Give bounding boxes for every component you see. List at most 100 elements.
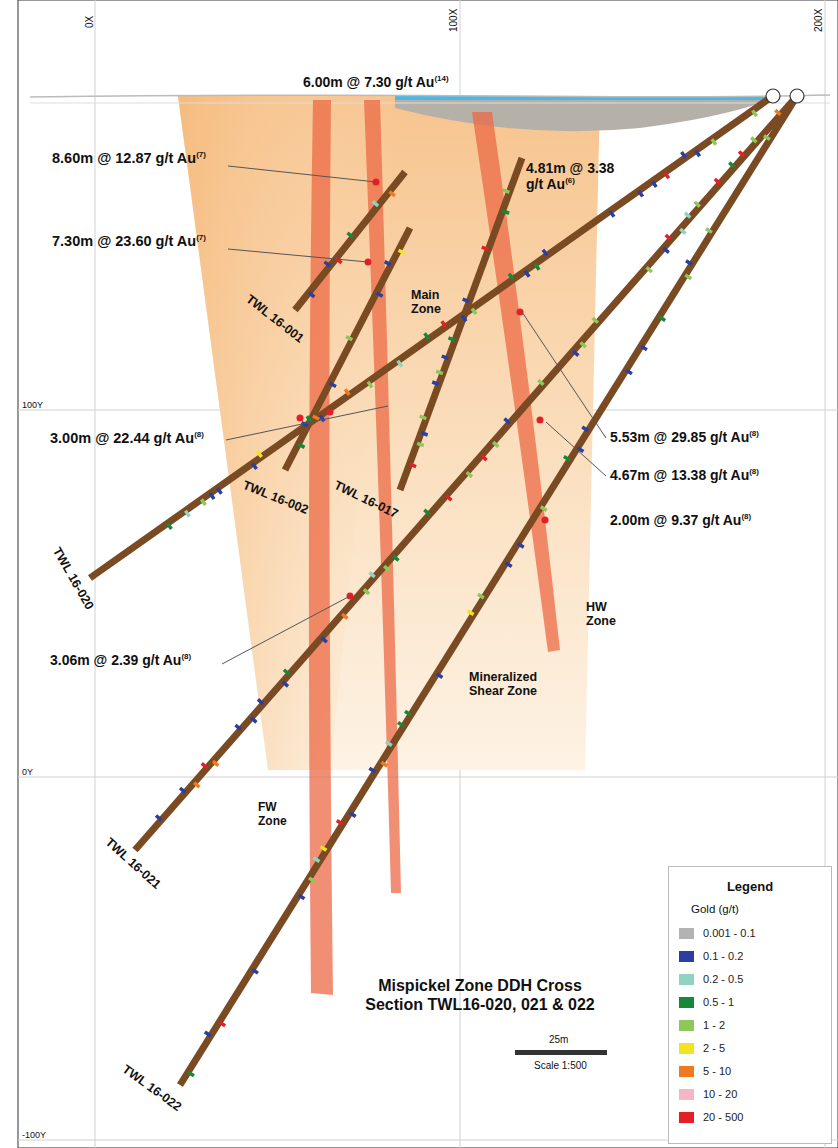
hole-label: TWL 16-002 — [241, 478, 310, 517]
overburden — [395, 100, 770, 131]
assay-tick — [299, 895, 305, 899]
grid-label: 200X — [813, 9, 824, 32]
zone-label-box: Mineralized Shear Zone — [469, 670, 569, 699]
drill-hole — [135, 96, 797, 850]
assay-tick — [185, 511, 189, 517]
assay-tick — [369, 572, 374, 577]
hole-label: TWL 16-022 — [120, 1062, 184, 1114]
assay-tick — [652, 181, 656, 187]
assay-tick — [201, 499, 205, 505]
intercept-label: 4.81m @ 3.38 g/t Au — [526, 160, 614, 192]
assay-tick — [706, 229, 712, 233]
footnote-number: (8) — [181, 652, 191, 661]
legend-text: 0.5 - 1 — [703, 996, 734, 1008]
assay-tick — [257, 451, 261, 457]
legend-subtitle: Gold (g/t) — [691, 903, 739, 915]
assay-tick — [420, 416, 427, 418]
assay-tick — [665, 172, 669, 178]
grid-label: 100X — [448, 9, 459, 32]
assay-tick — [753, 110, 757, 116]
grid-label: -100Y — [22, 1130, 46, 1140]
assay-tick — [535, 264, 539, 270]
collars — [766, 89, 804, 103]
legend-text: 10 - 20 — [703, 1088, 737, 1100]
assay-tick — [345, 389, 349, 395]
grid-label-box: 100X — [448, 9, 460, 32]
grid — [18, 0, 838, 1148]
assay-tick — [421, 433, 428, 435]
legend-text: 0.1 - 0.2 — [703, 950, 743, 962]
assay-tick — [350, 813, 356, 817]
assay-tick — [437, 674, 443, 678]
assay-tick — [188, 1072, 194, 1076]
assay-tick — [314, 858, 320, 862]
assay-tick — [347, 233, 352, 237]
footnote-number: (7) — [196, 150, 206, 159]
intercept-label: 3.06m @ 2.39 g/t Au — [50, 652, 181, 668]
intercept-label-box: 4.81m @ 3.38 g/t Au(6) — [526, 160, 622, 192]
assay-tick — [398, 361, 402, 367]
assay-tick — [399, 250, 405, 253]
intercept-label: 5.53m @ 29.85 g/t Au — [610, 429, 749, 445]
zone-label: Mineralized Shear Zone — [469, 670, 537, 698]
assay-tick — [258, 699, 263, 704]
assay-tick — [217, 488, 221, 494]
legend-text: 20 - 500 — [703, 1111, 743, 1123]
assay-tick — [284, 670, 289, 675]
intercept-label: 6.00m @ 7.30 g/t Au — [303, 74, 434, 90]
zone-label: Main Zone — [411, 288, 441, 316]
scale-bar — [515, 1050, 607, 1055]
assay-tick — [384, 566, 389, 571]
assay-tick — [664, 248, 669, 253]
assay-tick — [503, 190, 510, 192]
assay-tick — [715, 179, 720, 184]
assay-tick — [432, 382, 439, 384]
legend-swatch — [679, 1043, 694, 1054]
hole-label-box: TWL 16-001 — [243, 292, 306, 346]
assay-tick — [696, 151, 700, 157]
assay-tick — [373, 201, 378, 205]
assay-tick — [641, 346, 647, 350]
assay-tick — [503, 211, 510, 213]
hole-label-box: TWL 16-020 — [50, 545, 97, 612]
legend-swatch — [679, 1112, 694, 1123]
assay-tick — [156, 815, 161, 820]
legend-text: 0.2 - 0.5 — [703, 973, 743, 985]
assay-tick — [472, 308, 476, 314]
surface-line — [30, 95, 830, 97]
intercept-label-box: 8.60m @ 12.87 g/t Au(7) — [52, 150, 206, 167]
assay-tick — [538, 380, 543, 385]
assay-tick — [389, 192, 394, 196]
grid-label: 100Y — [22, 400, 43, 410]
zone-label-box: HW Zone — [586, 600, 636, 629]
assay-tick — [368, 382, 372, 388]
grid-label-box: 100Y — [22, 400, 43, 410]
footnote-number: (8) — [749, 467, 759, 476]
assay-tick — [446, 496, 451, 501]
intercept-label: 3.00m @ 22.44 g/t Au — [50, 430, 194, 446]
legend-swatch — [679, 974, 694, 985]
hole-label: TWL 16-020 — [50, 545, 97, 612]
hole-label: TWL 16-017 — [332, 478, 400, 521]
assay-tick — [252, 463, 256, 469]
grid-label-box: 200X — [813, 9, 825, 32]
assay-tick — [682, 152, 686, 158]
assay-tick — [202, 763, 207, 768]
assay-tick — [436, 371, 443, 373]
footnote-number: (8) — [741, 512, 751, 521]
assay-tick — [659, 317, 665, 321]
zone-label-box: Main Zone — [411, 288, 461, 317]
zone-label: HW Zone — [586, 600, 616, 628]
assay-tick — [448, 338, 455, 340]
intercept-label-box: 3.06m @ 2.39 g/t Au(8) — [50, 652, 191, 668]
zone-label-box: FW Zone — [258, 801, 303, 829]
assay-tick — [462, 315, 466, 321]
assay-tick — [764, 136, 770, 140]
hole-label-box: TWL 16-022 — [120, 1062, 184, 1114]
assay-tick — [252, 969, 258, 973]
drill-hole — [180, 96, 797, 1085]
assay-tick — [337, 821, 343, 825]
assay-tick — [647, 267, 652, 272]
assay-tick — [751, 138, 756, 143]
footnote-number: (8) — [749, 429, 759, 438]
